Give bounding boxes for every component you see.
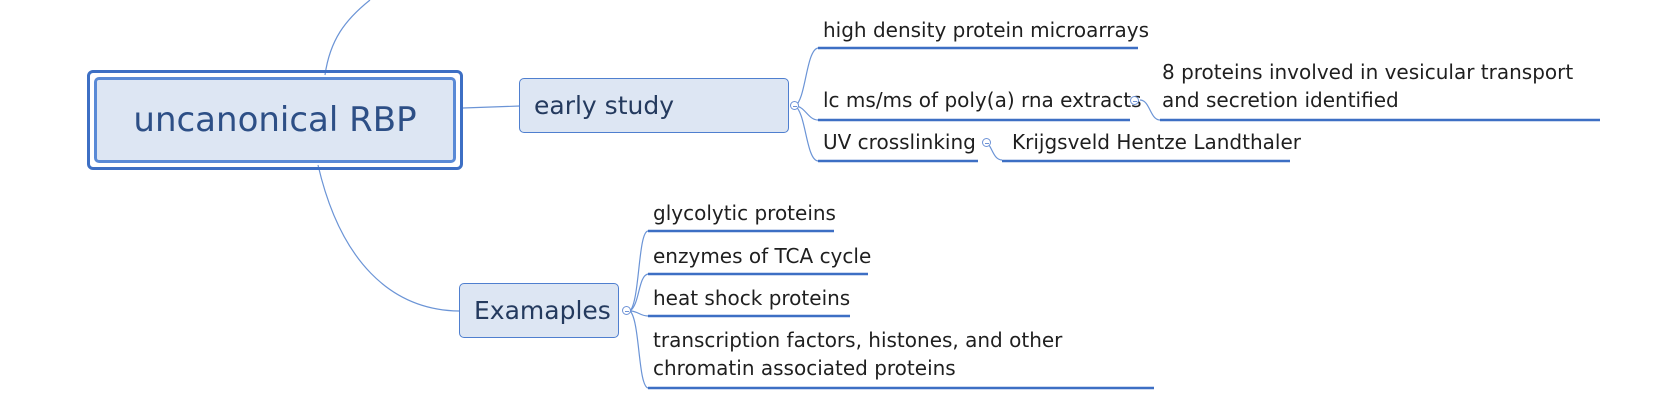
topic-lcms-result[interactable]: 8 proteins involved in vesicular transpo… <box>1162 58 1602 114</box>
topic-tca-label: enzymes of TCA cycle <box>653 244 872 268</box>
branch-examples-label: Examaples <box>474 296 611 325</box>
connector-root-early-study <box>462 105 521 109</box>
connector-early-uv <box>794 105 819 162</box>
connector-examples-heat <box>629 310 649 317</box>
topic-lcms[interactable]: lc ms/ms of poly(a) rna extracts <box>823 86 1142 114</box>
topic-transcription-factors[interactable]: transcription factors, histones, and oth… <box>653 326 1153 382</box>
root-topic-frame <box>87 70 463 170</box>
collapse-uv-icon[interactable] <box>982 138 991 147</box>
topic-glycolytic[interactable]: glycolytic proteins <box>653 199 836 227</box>
collapse-examples-icon[interactable] <box>622 306 631 315</box>
connector-early-microarrays <box>794 47 819 107</box>
branch-early-study[interactable]: early study <box>519 78 789 133</box>
branch-early-study-label: early study <box>534 91 675 120</box>
branch-examples[interactable]: Examaples <box>459 283 619 338</box>
collapse-lcms-icon[interactable] <box>1130 96 1139 105</box>
connector-lcms-result <box>1139 99 1161 121</box>
topic-heat-shock[interactable]: heat shock proteins <box>653 284 850 312</box>
topic-uv-label: UV crosslinking <box>823 130 976 154</box>
topic-microarrays-label: high density protein microarrays <box>823 18 1150 42</box>
connector-early-lcms <box>794 105 819 121</box>
topic-glycolytic-label: glycolytic proteins <box>653 201 836 225</box>
topic-lcms-label: lc ms/ms of poly(a) rna extracts <box>823 88 1142 112</box>
topic-tca[interactable]: enzymes of TCA cycle <box>653 242 871 270</box>
root-topic[interactable]: uncanonical RBP <box>94 77 456 163</box>
connector-root-offscreen <box>324 0 371 76</box>
connector-examples-tf <box>629 310 649 389</box>
topic-uv[interactable]: UV crosslinking <box>823 128 976 156</box>
connector-root-examples <box>317 164 460 312</box>
connector-examples-tca <box>629 273 649 312</box>
topic-lcms-result-label: 8 proteins involved in vesicular transpo… <box>1162 60 1574 112</box>
topic-microarrays[interactable]: high density protein microarrays <box>823 16 1149 44</box>
root-topic-label: uncanonical RBP <box>133 100 417 140</box>
connector-examples-glycolytic <box>629 230 649 312</box>
topic-uv-authors[interactable]: Krijgsveld Hentze Landthaler <box>1012 128 1301 156</box>
topic-transcription-factors-label: transcription factors, histones, and oth… <box>653 328 1063 380</box>
collapse-early-study-icon[interactable] <box>790 101 799 110</box>
topic-heat-shock-label: heat shock proteins <box>653 286 851 310</box>
topic-uv-authors-label: Krijgsveld Hentze Landthaler <box>1012 130 1301 154</box>
